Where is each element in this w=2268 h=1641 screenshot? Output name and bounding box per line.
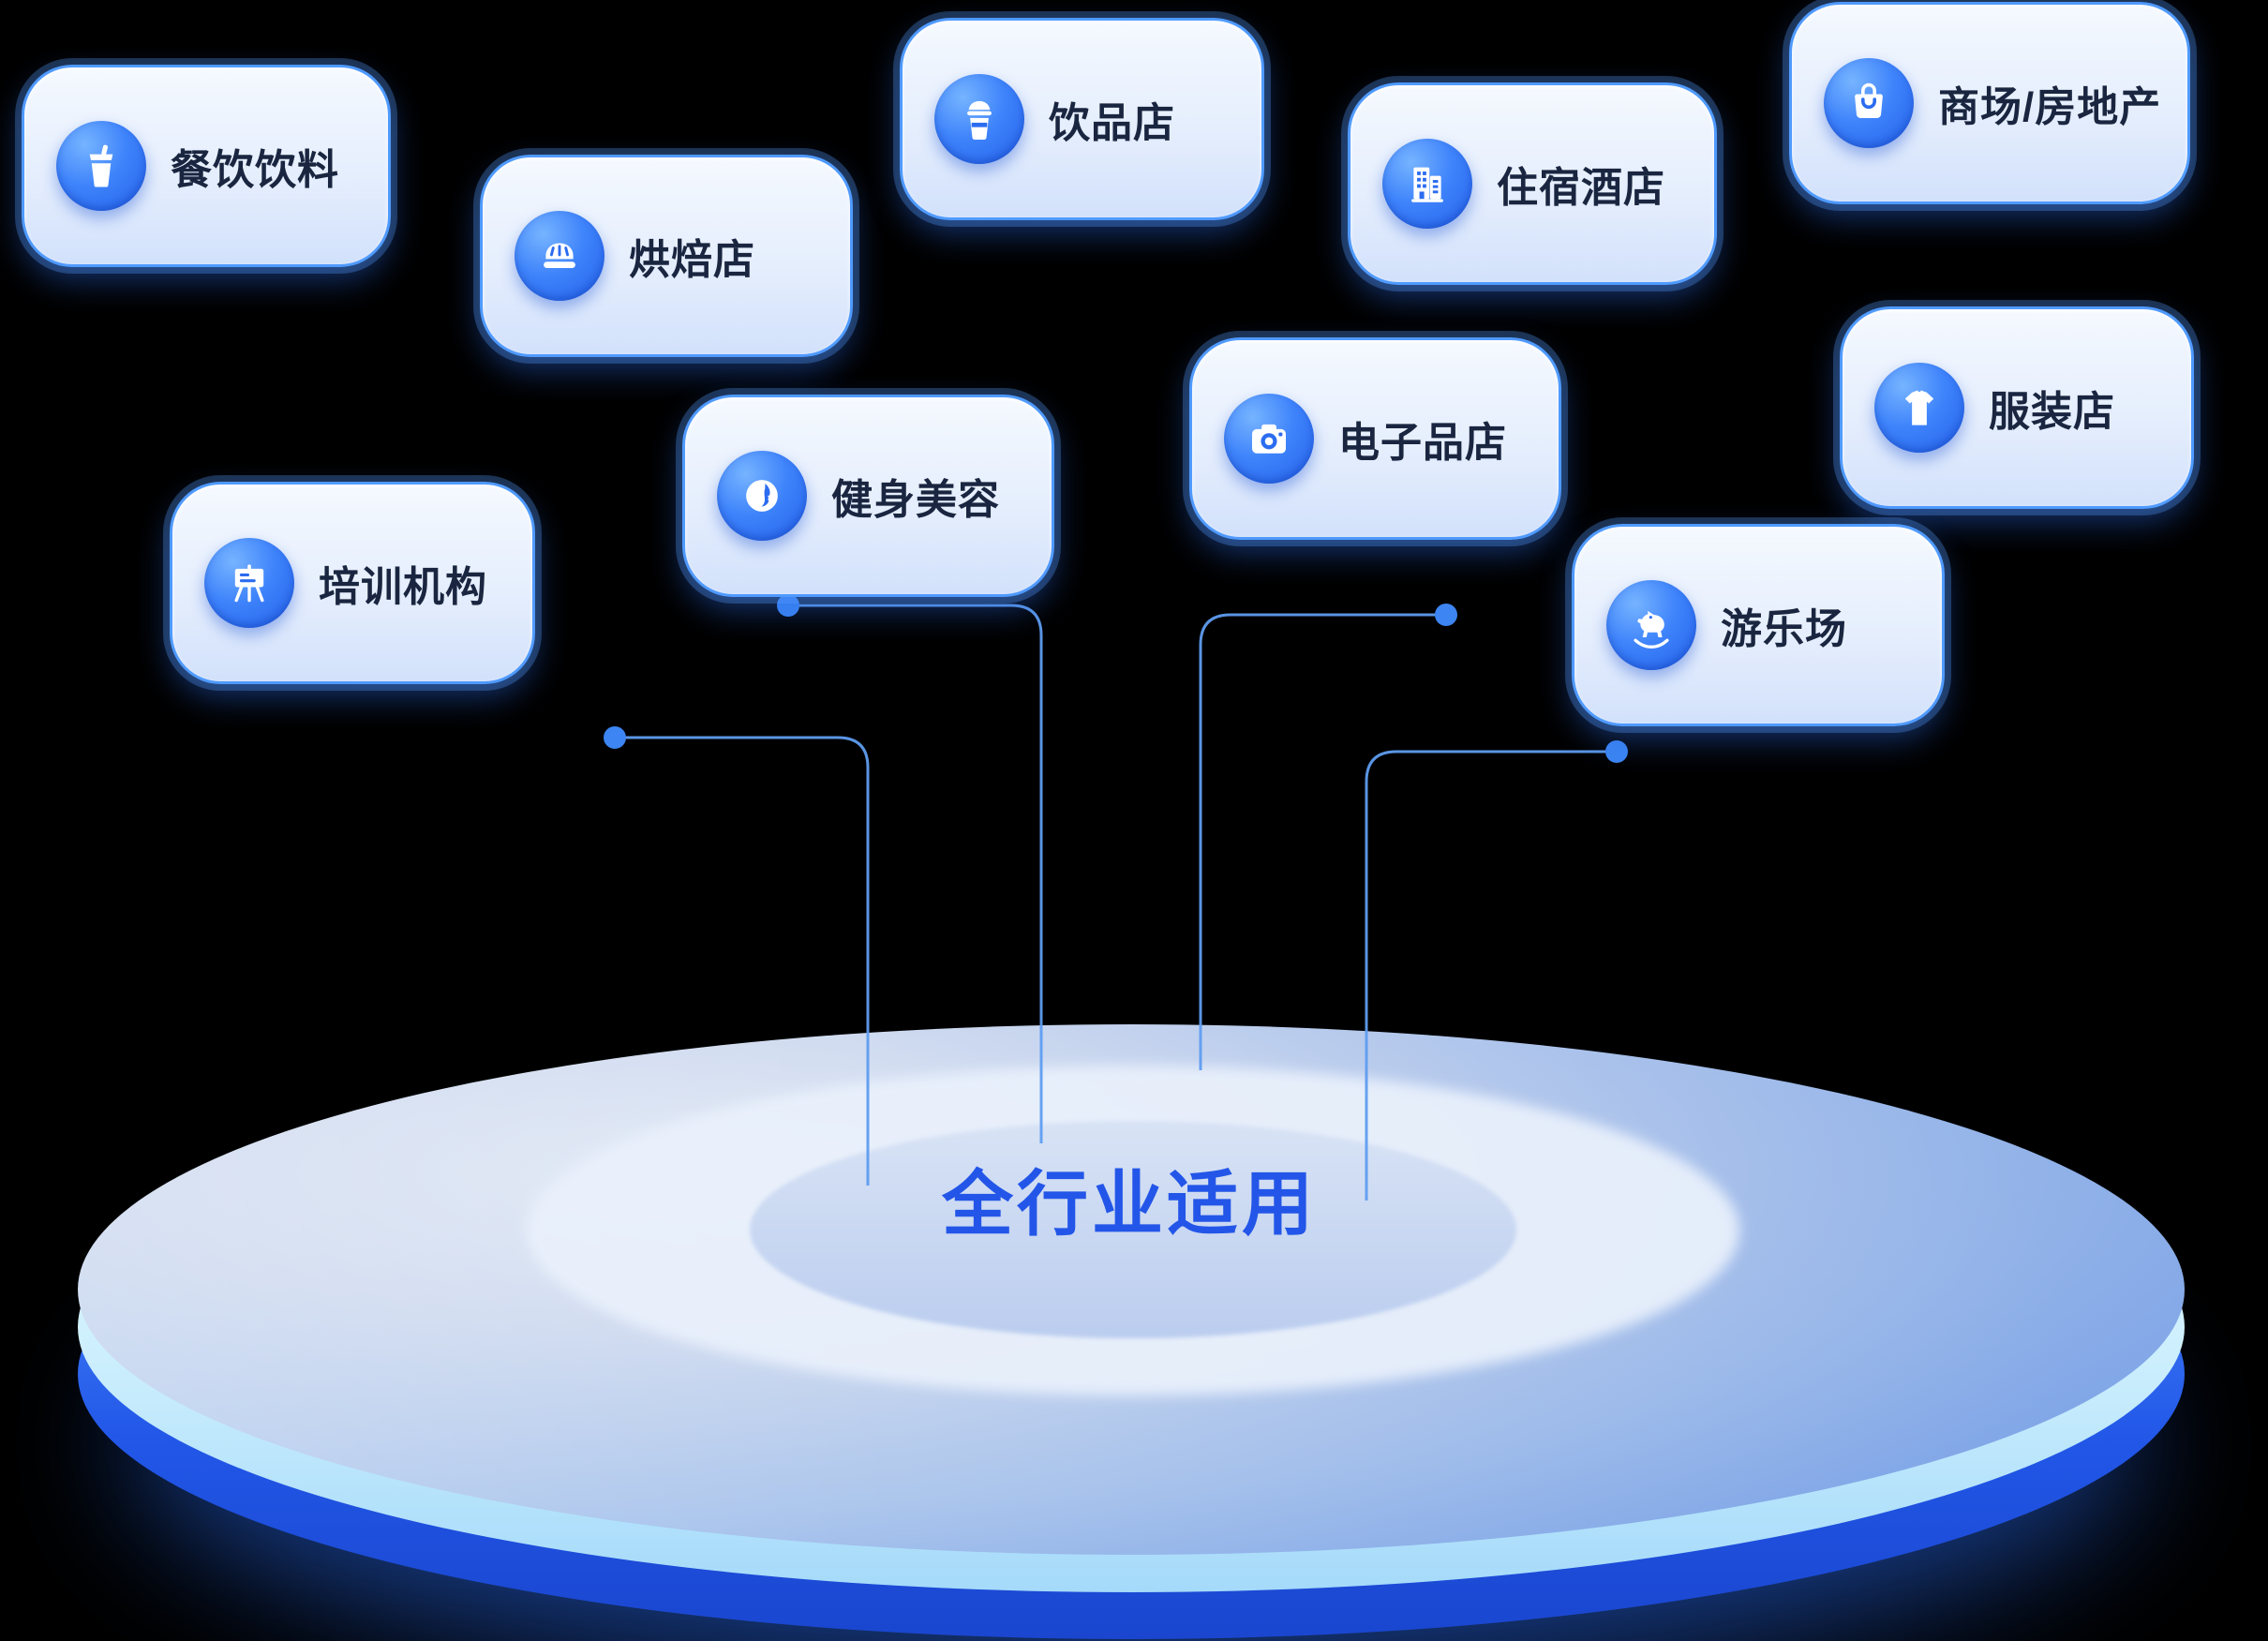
connector-dot	[1435, 604, 1457, 626]
industry-card-label: 餐饮饮料	[171, 147, 339, 193]
easel-icon	[204, 538, 294, 628]
beverage-cup-icon	[934, 74, 1024, 164]
industry-card-bakery: 烘焙店	[480, 155, 853, 357]
platform-title: 全行业适用	[942, 1165, 1317, 1245]
connector-dot	[1605, 740, 1628, 763]
industry-card-label: 培训机构	[319, 564, 487, 610]
connector-dot	[604, 726, 626, 749]
hotel-building-icon	[1382, 139, 1472, 229]
camera-icon	[1224, 394, 1314, 484]
industry-card-hotel: 住宿酒店	[1348, 82, 1717, 285]
industry-card-label: 健身美容	[831, 477, 1000, 523]
industry-card-label: 烘焙店	[629, 237, 755, 283]
drink-cup-icon	[56, 121, 146, 211]
industry-card-electronics: 电子品店	[1189, 337, 1561, 540]
bread-icon	[515, 211, 604, 301]
industry-card-amusement: 游乐场	[1572, 524, 1945, 726]
industry-card-label: 游乐场	[1721, 606, 1847, 652]
industry-card-label: 住宿酒店	[1497, 165, 1665, 211]
industry-card-label: 饮品店	[1049, 100, 1175, 146]
industry-card-label: 服装店	[1989, 389, 2115, 435]
industry-card-label: 电子品店	[1338, 420, 1507, 466]
shopping-bag-icon	[1824, 58, 1914, 148]
industry-card-fitness-beauty: 健身美容	[682, 395, 1054, 597]
industry-card-food-beverage: 餐饮饮料	[22, 65, 391, 267]
connector-dot	[777, 594, 799, 617]
industry-card-label: 商场/房地产	[1938, 84, 2162, 130]
tshirt-icon	[1874, 363, 1964, 453]
industry-card-drink-shop: 饮品店	[900, 18, 1264, 220]
industry-card-mall-realestate: 商场/房地产	[1789, 2, 2190, 204]
industry-card-clothing: 服装店	[1840, 306, 2194, 509]
connector-line	[1199, 613, 1446, 1070]
face-icon	[717, 451, 807, 541]
rocking-horse-icon	[1606, 580, 1696, 670]
industry-card-training: 培训机构	[170, 482, 535, 684]
